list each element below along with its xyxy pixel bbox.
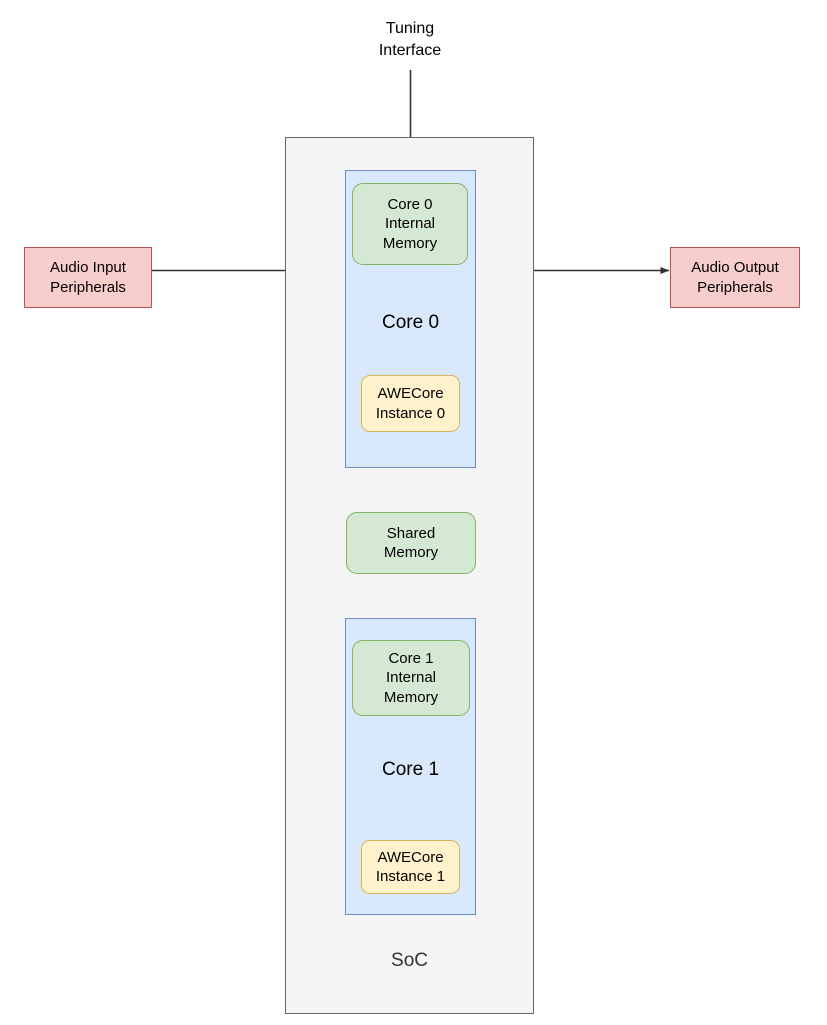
core-1-internal-memory[interactable]: Core 1 Internal Memory [352, 640, 470, 716]
core-0-internal-memory[interactable]: Core 0 Internal Memory [352, 183, 468, 265]
core-1-title: Core 1 [381, 759, 440, 780]
awecore-instance-0[interactable]: AWECore Instance 0 [361, 375, 460, 432]
awecore-instance-1[interactable]: AWECore Instance 1 [361, 840, 460, 894]
audio-output-peripherals[interactable]: Audio Output Peripherals [670, 247, 800, 308]
shared-memory-block[interactable]: Shared Memory [346, 512, 476, 574]
tuning-interface-label: Tuning Interface [378, 20, 442, 59]
soc-label: SoC [391, 949, 428, 971]
core-0-title: Core 0 [381, 312, 440, 333]
audio-input-peripherals[interactable]: Audio Input Peripherals [24, 247, 152, 308]
